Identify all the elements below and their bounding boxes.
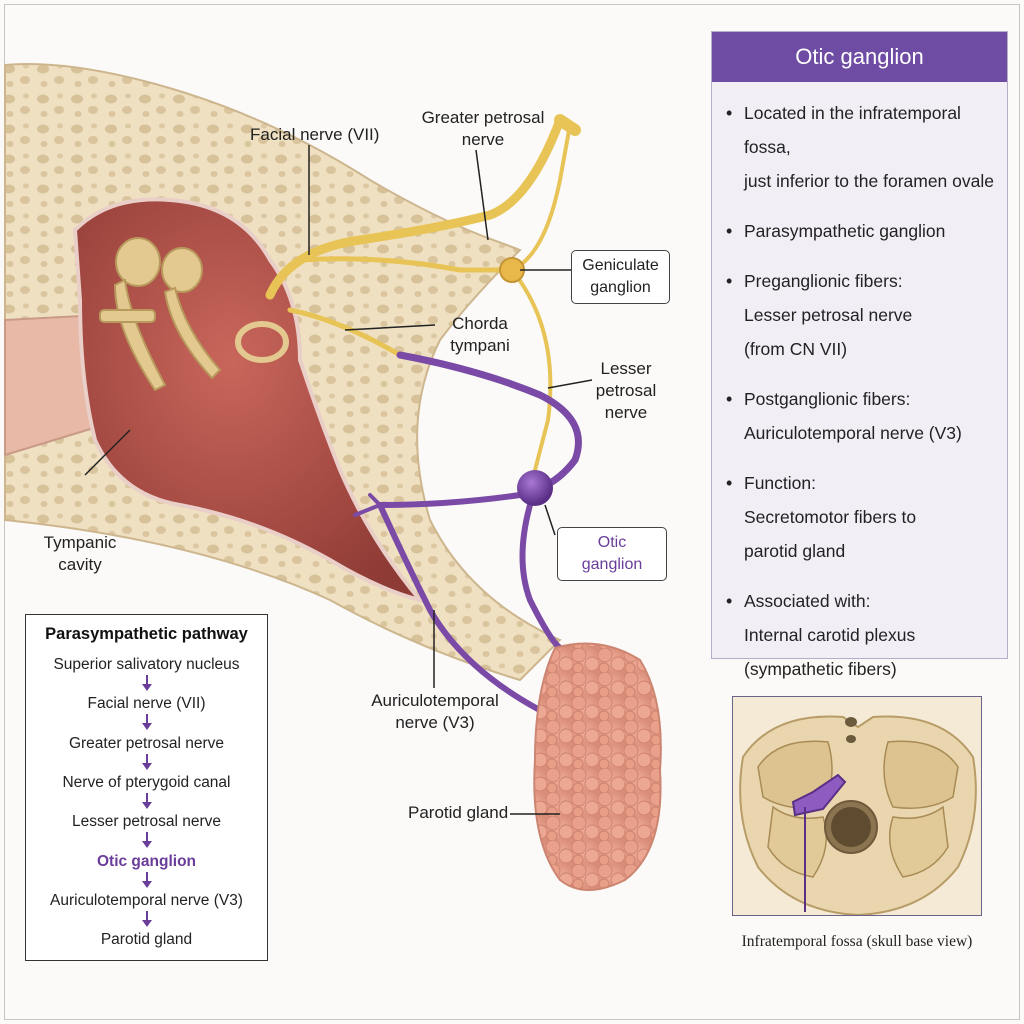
lesser-petrosal-and-auriculotemporal [353, 351, 582, 728]
otic-ganglion-info-panel: Otic ganglion Located in the infratempor… [711, 31, 1008, 679]
pathway-arrow-icon [142, 714, 152, 731]
label-parotid-gland: Parotid gland [408, 803, 509, 822]
tympanic-cavity-space [72, 197, 426, 604]
label-auriculotemporal: Auriculotemporal nerve (V3) [371, 691, 499, 732]
pathway-arrow-icon [142, 753, 152, 770]
leader-lines [84, 145, 593, 815]
panel-item-line: Secretomotor fibers to [744, 507, 917, 527]
parotid-gland-shape [533, 642, 662, 891]
panel-item-line: Lesser petrosal nerve [744, 305, 913, 325]
panel-item: Associated with: Internal carotid plexus (… [726, 584, 995, 686]
panel-item-line: Parasympathetic ganglion [744, 221, 946, 241]
pathway-step: Facial nerve (VII) [87, 695, 206, 713]
pathway-step: Superior salivatory nucleus [53, 656, 240, 673]
label-geniculate-ganglion: Geniculate ganglion [571, 250, 670, 304]
pathway-arrow-icon [142, 675, 152, 691]
panel-item-line: parotid gland [744, 541, 846, 561]
inset-caption: Infratemporal fossa (skull base view) [741, 933, 973, 950]
skull-base-inset [732, 696, 982, 916]
label-otic-ganglion: Otic ganglion [557, 527, 667, 581]
pathway-step: Parotid gland [100, 931, 193, 949]
label-lesser-petrosal: Lesser petrosal nerve [595, 359, 657, 422]
panel-list: Located in the infratemporal fossa, just … [712, 82, 1007, 686]
label-tympanic-cavity: Tympanic cavity [43, 533, 117, 574]
pathway-arrow-icon [142, 832, 152, 849]
pathway-step: Otic ganglion [96, 852, 197, 870]
pathway-arrow-icon [142, 871, 152, 888]
pathway-title: Parasympathetic pathway [45, 625, 248, 643]
parasympathetic-pathway-box: Parasympathetic pathway Superior salivat… [25, 614, 268, 961]
facial-nerve-branches [265, 114, 581, 472]
panel-item-line: Preganglionic fibers: [744, 271, 903, 291]
panel-item: Parasympathetic ganglion [726, 214, 995, 248]
panel-item: Located in the infratemporal fossa, just … [726, 96, 995, 198]
pathway-arrow-icon [142, 792, 152, 809]
pathway-step: Greater petrosal nerve [68, 734, 225, 752]
panel-item-line: (from CN VII) [744, 339, 848, 359]
panel-title: Otic ganglion [712, 32, 1007, 82]
panel-item-line: Auriculotemporal nerve (V3) [744, 423, 962, 443]
panel-item-line: just inferior to the foramen ovale [744, 171, 994, 191]
skull-base-drawing [733, 697, 981, 915]
panel-item: Preganglionic fibers: Lesser petrosal ner… [726, 264, 995, 366]
panel-item-line: Internal carotid plexus [744, 625, 916, 645]
panel-item-line: Postganglionic fibers: [744, 389, 911, 409]
panel-item: Postganglionic fibers: Auriculotemporal n… [726, 382, 995, 450]
panel-item-line: (sympathetic fibers) [744, 659, 897, 679]
otic-ganglion-node [517, 470, 553, 506]
pathway-arrow-icon [142, 910, 152, 927]
panel-item-line: Function: [744, 473, 816, 493]
panel-item: Function: Secretomotor fibers to parotid g… [726, 466, 995, 568]
panel-item-line: Associated with: [744, 591, 871, 611]
ossicles [99, 237, 289, 392]
label-chorda-tympani: Chorda tympani [450, 314, 510, 355]
label-facial-nerve: Facial nerve (VII) [250, 125, 380, 144]
pathway-step: Auriculotemporal nerve (V3) [50, 891, 243, 909]
pathway-step: Lesser petrosal nerve [71, 813, 222, 831]
label-greater-petrosal: Greater petrosal nerve [421, 108, 545, 149]
pathway-step: Nerve of pterygoid canal [62, 773, 231, 791]
panel-item-line: Located in the infratemporal fossa, [744, 103, 961, 157]
